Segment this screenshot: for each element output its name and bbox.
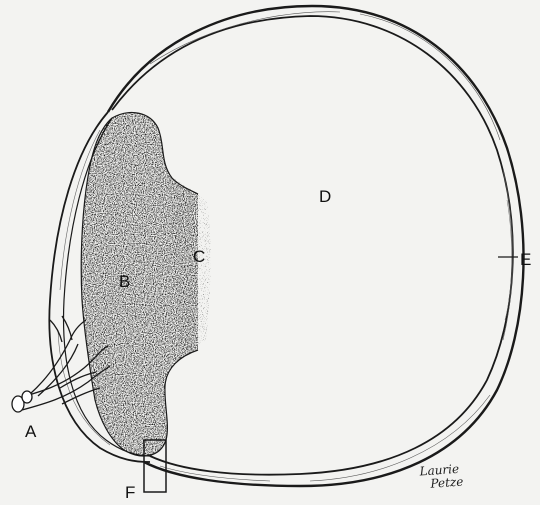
vessel-lumen-2 <box>22 391 32 403</box>
artist-signature: Laurie Petze <box>419 463 464 491</box>
label-a: A <box>25 423 36 440</box>
label-d: D <box>319 188 331 205</box>
label-b: B <box>119 273 130 290</box>
label-c: C <box>193 248 205 265</box>
label-f: F <box>125 484 135 501</box>
label-e: E <box>520 251 531 268</box>
